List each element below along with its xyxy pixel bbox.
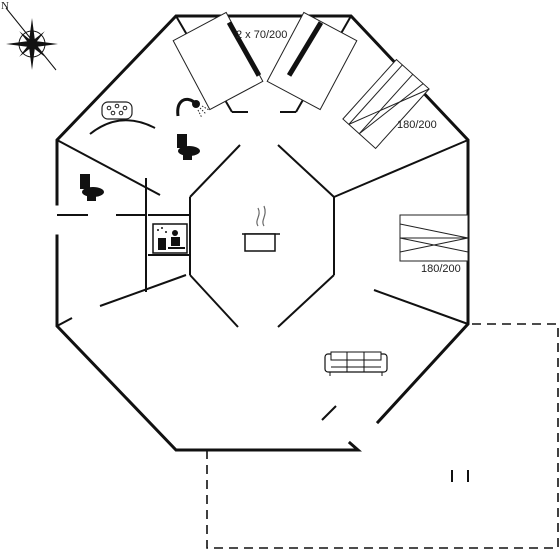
- toilet-icon: [177, 134, 200, 160]
- twin-bed-label: 2 x 70/200: [236, 29, 288, 41]
- terrace-outline: [206, 323, 559, 549]
- cooking-pot-icon: [242, 205, 280, 252]
- single-bed-icon: [172, 11, 264, 111]
- compass-rose-icon: [5, 7, 58, 71]
- double-bed-icon: [399, 214, 469, 262]
- single-bed-icon: [266, 11, 358, 111]
- double-bed-icon: [342, 58, 430, 150]
- double-bed-label-2: 180/200: [421, 263, 461, 275]
- toilet-icon: [80, 174, 104, 201]
- shower-icon: [176, 97, 210, 119]
- whirlpool-icon: [101, 101, 133, 120]
- bath-arc: [89, 119, 156, 135]
- sauna-icon: [152, 223, 188, 254]
- compass-north-label: N: [1, 0, 9, 12]
- sofa-icon: [324, 351, 388, 376]
- double-bed-label-1: 180/200: [397, 119, 437, 131]
